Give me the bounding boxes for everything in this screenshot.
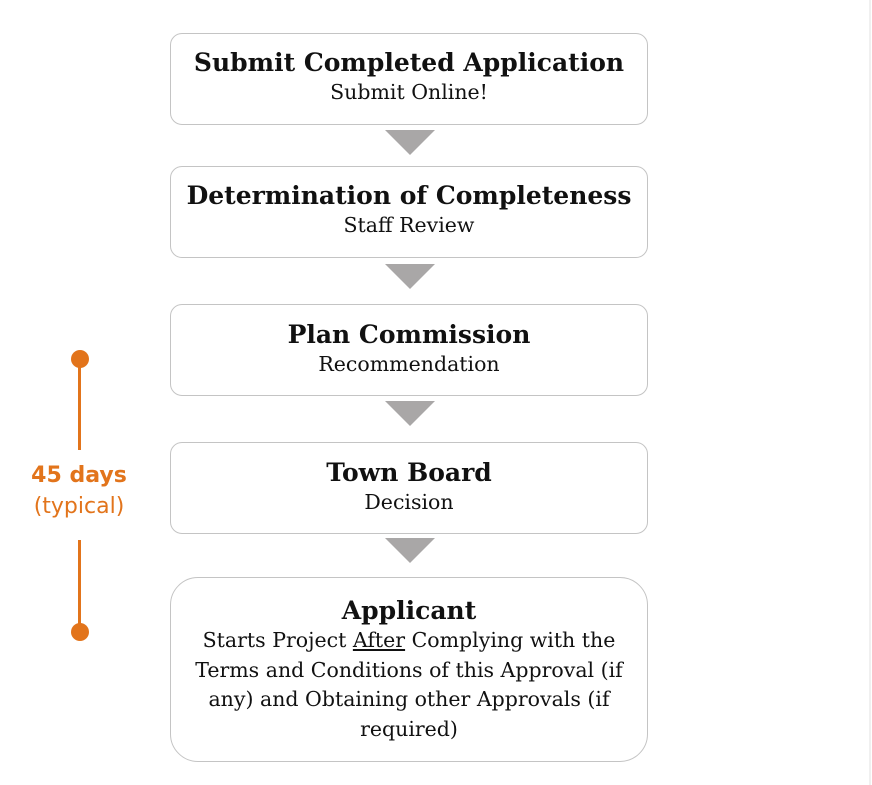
flow-arrow-down-icon (385, 130, 435, 155)
flow-arrow-down-icon (385, 538, 435, 563)
step-title: Plan Commission (287, 320, 531, 349)
step-subtitle: Recommendation (318, 352, 500, 376)
timeline-line-upper (78, 359, 81, 450)
step-submit-application: Submit Completed Application Submit Onli… (170, 33, 648, 125)
step-subtitle-start: Starts Project (202, 628, 353, 652)
timeline-line-lower (78, 540, 81, 632)
step-subtitle: Decision (364, 490, 454, 514)
step-subtitle: Submit Online! (330, 80, 488, 104)
step-title: Determination of Completeness (186, 181, 632, 210)
step-subtitle-emphasis: After (352, 628, 406, 652)
flow-arrow-down-icon (385, 401, 435, 426)
right-edge-rule (869, 0, 871, 785)
step-determination-of-completeness: Determination of Completeness Staff Revi… (170, 166, 648, 258)
step-title: Submit Completed Application (193, 48, 625, 77)
step-plan-commission: Plan Commission Recommendation (170, 304, 648, 396)
timeline-duration: 45 days (31, 463, 127, 488)
step-town-board: Town Board Decision (170, 442, 648, 534)
step-title: Applicant (341, 596, 477, 625)
step-subtitle: Starts Project After Complying with the … (171, 626, 647, 744)
step-title: Town Board (326, 458, 492, 487)
step-subtitle: Staff Review (343, 213, 475, 237)
step-applicant: Applicant Starts Project After Complying… (170, 577, 648, 762)
flow-arrow-down-icon (385, 264, 435, 289)
step-subtitle-rest: Complying with the Terms and Conditions … (195, 628, 623, 741)
timeline-end-dot (71, 623, 89, 641)
timeline-note: (typical) (33, 494, 125, 519)
